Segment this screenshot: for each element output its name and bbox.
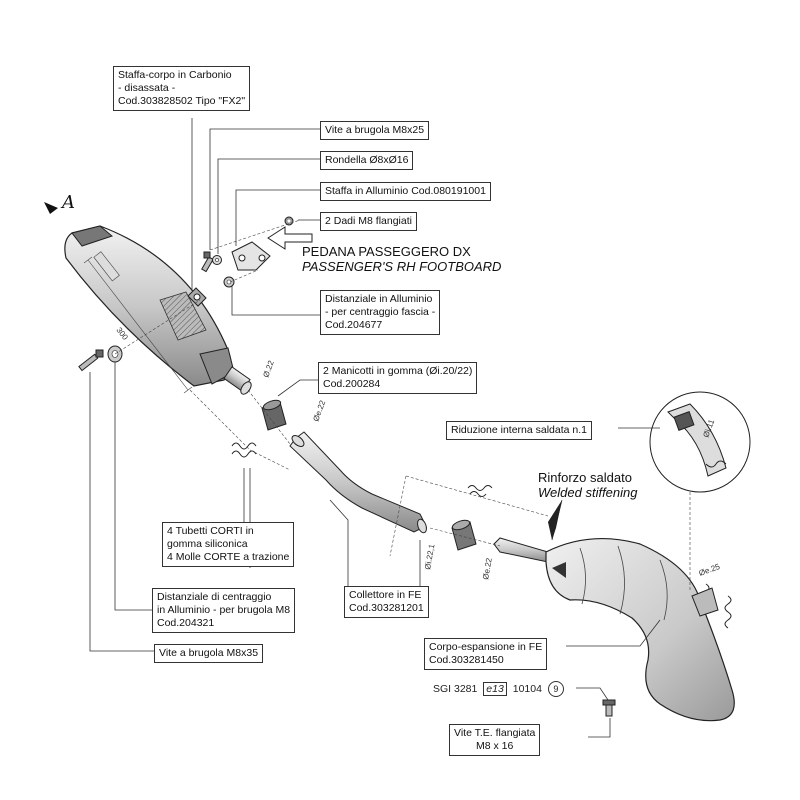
label-footboard-en: PASSENGER'S RH FOOTBOARD <box>302 259 502 274</box>
label-line: Cod.200284 <box>323 378 381 390</box>
expansion-chamber-weld-2 <box>617 545 625 615</box>
certification-circled: 9 <box>547 681 564 697</box>
label-line: Riduzione interna saldata n.1 <box>451 424 588 436</box>
label-line: Vite a brugola M8x35 <box>159 647 259 659</box>
bolt-m8x35 <box>78 349 104 372</box>
label-silicone-tubes-springs: 4 Tubetti CORTI in gomma siliconica 4 Mo… <box>162 522 295 567</box>
label-line: Vite T.E. flangiata <box>454 727 536 739</box>
collector-pipe-inlet <box>291 435 305 447</box>
dim-collector-inlet: Øe.22 <box>311 399 327 423</box>
expansion-chamber-stinger <box>493 537 549 563</box>
rinforzo-arrow <box>548 500 562 540</box>
label-footboard: PEDANA PASSEGGERO DX PASSENGER'S RH FOOT… <box>302 244 501 274</box>
silencer-logo <box>93 251 120 282</box>
aluminium-bracket <box>231 241 271 271</box>
label-te-screw: Vite T.E. flangiata M8 x 16 <box>449 724 541 756</box>
label-washer: Rondella Ø8xØ16 <box>320 151 414 170</box>
label-line: 2 Manicotti in gomma (Øi.20/22) <box>323 365 473 377</box>
label-line: in Alluminio - per brugola M8 <box>157 604 291 616</box>
certification-code: SGI 3281 <box>433 683 478 695</box>
silencer-carbon-band <box>159 291 207 341</box>
label-line: Cod.303281201 <box>349 602 424 614</box>
label-centering-spacer: Distanziale di centraggio in Alluminio -… <box>152 588 296 633</box>
washer-hole <box>215 258 219 262</box>
label-line: - per centraggio fascia - <box>325 306 436 318</box>
collector-pipe <box>289 431 427 534</box>
view-marker: A <box>44 192 75 214</box>
label-expansion-body: Corpo-espansione in FE Cod.303281450 <box>424 638 548 670</box>
hardware <box>78 216 732 717</box>
expansion-chamber-stiffening <box>552 562 566 578</box>
label-line: Distanziale in Alluminio <box>325 293 433 305</box>
label-inner-reducer: Riduzione interna saldata n.1 <box>446 421 593 440</box>
footboard-arrow <box>267 226 313 250</box>
label-line: Staffa-corpo in Carbonio <box>118 69 232 81</box>
spacer-band <box>223 276 235 288</box>
label-line: Staffa in Alluminio Cod.080191001 <box>325 185 486 197</box>
label-line: Cod.204677 <box>325 319 383 331</box>
dim-silencer-outlet: Ø.22 <box>261 359 276 379</box>
silencer-front-cap <box>71 225 114 247</box>
label-rubber-sleeves: 2 Manicotti in gomma (Øi.20/22) Cod.2002… <box>318 362 478 394</box>
flange-nut <box>284 216 294 226</box>
detail-view-reducer <box>673 411 695 431</box>
label-line: Cod.204321 <box>157 617 215 629</box>
label-aluminium-bracket: Staffa in Alluminio Cod.080191001 <box>320 182 491 201</box>
label-line: Collettore in FE <box>349 589 422 601</box>
silencer-mount-hole <box>193 293 201 301</box>
label-line: Cod.303828502 Tipo "FX2" <box>118 95 246 107</box>
label-line: M8 x 16 <box>475 740 514 752</box>
certification-mark: SGI 3281 e13 10104 9 <box>433 681 564 697</box>
label-bolt-m8x35: Vite a brugola M8x35 <box>154 644 264 663</box>
label-line: - disassata - <box>118 82 176 94</box>
rubber-sleeve-2 <box>451 519 477 551</box>
label-stiffening-it: Rinforzo saldato <box>538 470 632 485</box>
spring-collector <box>467 485 493 497</box>
label-bolt-m8x25: Vite a brugola M8x25 <box>320 121 430 140</box>
label-line: gomma siliconica <box>167 538 248 550</box>
detail-view: Øi.11 <box>649 391 751 493</box>
label-welded-stiffening: Rinforzo saldato Welded stiffening <box>538 470 638 500</box>
view-marker-letter: A <box>60 192 75 213</box>
label-line: 4 Molle CORTE a trazione <box>167 551 290 563</box>
dim-collector-mid: Øi.22,1 <box>423 543 436 571</box>
label-footboard-it: PEDANA PASSEGGERO DX <box>302 244 471 259</box>
expansion-chamber-end <box>691 587 719 617</box>
label-stiffening-en: Welded stiffening <box>538 485 638 500</box>
label-line: Corpo-espansione in FE <box>429 641 543 653</box>
label-flange-nuts: 2 Dadi M8 flangiati <box>320 212 417 231</box>
label-line: Distanziale di centraggio <box>157 591 272 603</box>
expansion-chamber-cone <box>545 537 735 722</box>
label-line: 2 Dadi M8 flangiati <box>325 215 412 227</box>
screw-te <box>602 699 616 717</box>
label-line: Vite a brugola M8x25 <box>325 124 425 136</box>
assembly-axes <box>114 219 691 590</box>
dim-body-outlet: Øe.25 <box>698 562 722 578</box>
expansion-chamber-weld-1 <box>579 547 586 605</box>
certification-e13: e13 <box>483 682 507 696</box>
collector-pipe-outlet <box>417 518 427 534</box>
label-collector: Collettore in FE Cod.303281201 <box>344 586 429 618</box>
label-line: Rondella Ø8xØ16 <box>325 154 409 166</box>
label-line: Cod.303281450 <box>429 654 504 666</box>
collector-pipe-outline <box>289 431 427 533</box>
rubber-sleeve-1 <box>261 399 287 431</box>
view-marker-arrow <box>44 202 58 214</box>
label-band-spacer: Distanziale in Alluminio - per centraggi… <box>320 290 441 335</box>
detail-view-spring <box>705 460 727 468</box>
label-line: 4 Tubetti CORTI in <box>167 525 254 537</box>
dim-body-inlet: Øe.22 <box>481 557 494 581</box>
label-carbon-body-bracket: Staffa-corpo in Carbonio - disassata - C… <box>113 66 251 111</box>
expansion-chamber-weld-3 <box>659 559 668 621</box>
certification-number: 10104 <box>512 683 542 695</box>
spring-silencer <box>231 442 257 458</box>
bolt-m8x25 <box>201 251 214 273</box>
expansion-chamber <box>493 537 735 722</box>
silencer <box>64 225 252 395</box>
